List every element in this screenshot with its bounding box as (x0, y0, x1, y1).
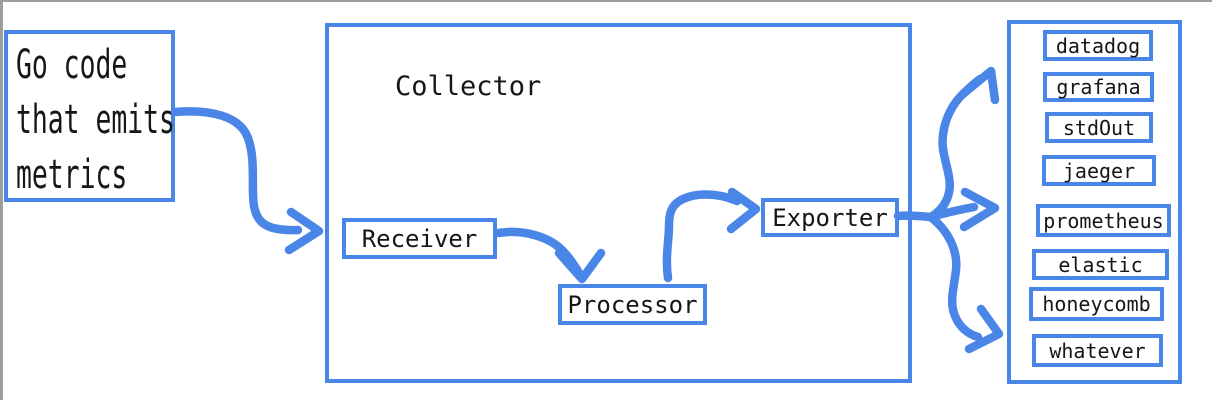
canvas-top-edge (0, 0, 1212, 2)
receiver-label: Receiver (361, 224, 478, 253)
backend-prometheus: prometheus (1036, 204, 1171, 237)
backend-jaeger: jaeger (1042, 155, 1156, 186)
arrowhead-down-right-icon (964, 304, 1004, 354)
arrow-line (926, 202, 979, 222)
backend-label: datadog (1055, 33, 1141, 58)
backend-honeycomb: honeycomb (1029, 287, 1164, 321)
backend-datadog: datadog (1043, 30, 1153, 61)
backend-elastic: elastic (1032, 249, 1169, 280)
receiver-box: Receiver (342, 218, 497, 259)
backend-label: prometheus (1043, 208, 1164, 233)
backend-label: stdOut (1062, 115, 1136, 140)
backend-grafana: grafana (1043, 72, 1154, 102)
arrow-line (926, 74, 985, 222)
collector-title: Collector (395, 71, 542, 102)
backend-label: honeycomb (1042, 292, 1151, 316)
backend-label: jaeger (1062, 158, 1136, 183)
source-line-2: that emits (16, 97, 175, 143)
arrowhead-right-icon (284, 207, 324, 255)
arrowhead-right-icon (959, 187, 1000, 232)
exporter-label: Exporter (772, 203, 888, 232)
backends-box: datadog grafana stdOut jaeger prometheus… (1007, 20, 1182, 384)
arrow-branch-down (927, 213, 1004, 354)
arrowhead-up-right-icon (958, 66, 1000, 105)
backend-label: whatever (1049, 338, 1146, 363)
backend-whatever: whatever (1032, 334, 1163, 367)
arrow-line (927, 213, 983, 342)
canvas-left-edge (0, 0, 3, 400)
source-label: Go code that emits metrics (16, 38, 257, 203)
backend-label: elastic (1058, 252, 1143, 277)
backend-stdout: stdOut (1045, 112, 1153, 143)
source-line-1: Go code (16, 42, 128, 88)
arrow-branch-up (926, 66, 1000, 222)
processor-box: Processor (558, 284, 707, 325)
collector-box: Collector Receiver Processor Exporter (325, 23, 912, 383)
source-box: Go code that emits metrics (4, 30, 175, 202)
processor-label: Processor (567, 290, 698, 319)
backend-label: grafana (1056, 75, 1141, 99)
source-line-3: metrics (16, 152, 128, 198)
exporter-box: Exporter (761, 198, 899, 237)
arrow-branch-right (926, 187, 1000, 232)
